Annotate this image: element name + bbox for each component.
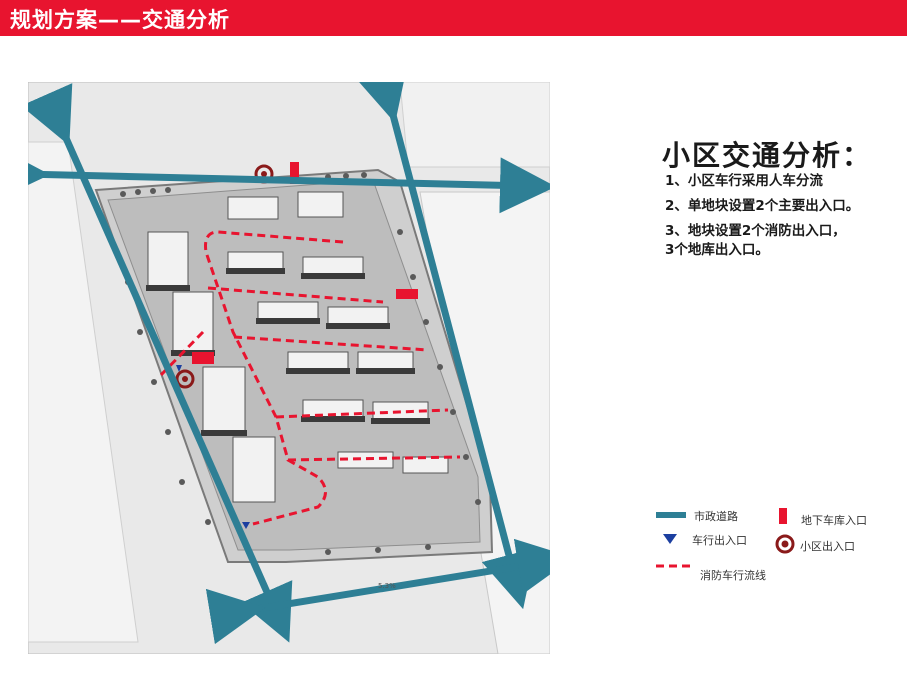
legend-garage-entrance: 地下车库入口: [801, 514, 867, 527]
title-bar: 规划方案——交通分析: [0, 0, 907, 36]
legend-vehicle-entrance: 车行出入口: [692, 534, 747, 547]
analysis-point-1: 1、小区车行采用人车分流: [665, 173, 823, 189]
legend-fire-route: 消防车行流线: [700, 569, 766, 582]
site-plan-map: 5.3%: [28, 82, 550, 654]
page-title: 规划方案——交通分析: [10, 8, 230, 32]
legend-municipal-road: 市政道路: [694, 510, 738, 523]
analysis-point-3: 3、地块设置2个消防出入口，: [665, 223, 846, 239]
analysis-heading: 小区交通分析：: [662, 139, 873, 172]
legend-community-entrance: 小区出入口: [800, 540, 855, 553]
fire-route-swatch: [656, 564, 690, 568]
garage-entrance-swatch: [779, 508, 787, 524]
analysis-point-2: 2、单地块设置2个主要出入口。: [665, 198, 860, 214]
municipal-road-swatch: [656, 512, 686, 518]
vehicle-entrance-icon: [663, 534, 677, 544]
community-entrance-icon: [775, 534, 795, 554]
analysis-point-4: 3个地库出入口。: [665, 242, 769, 258]
svg-text:5.3%: 5.3%: [378, 582, 396, 590]
